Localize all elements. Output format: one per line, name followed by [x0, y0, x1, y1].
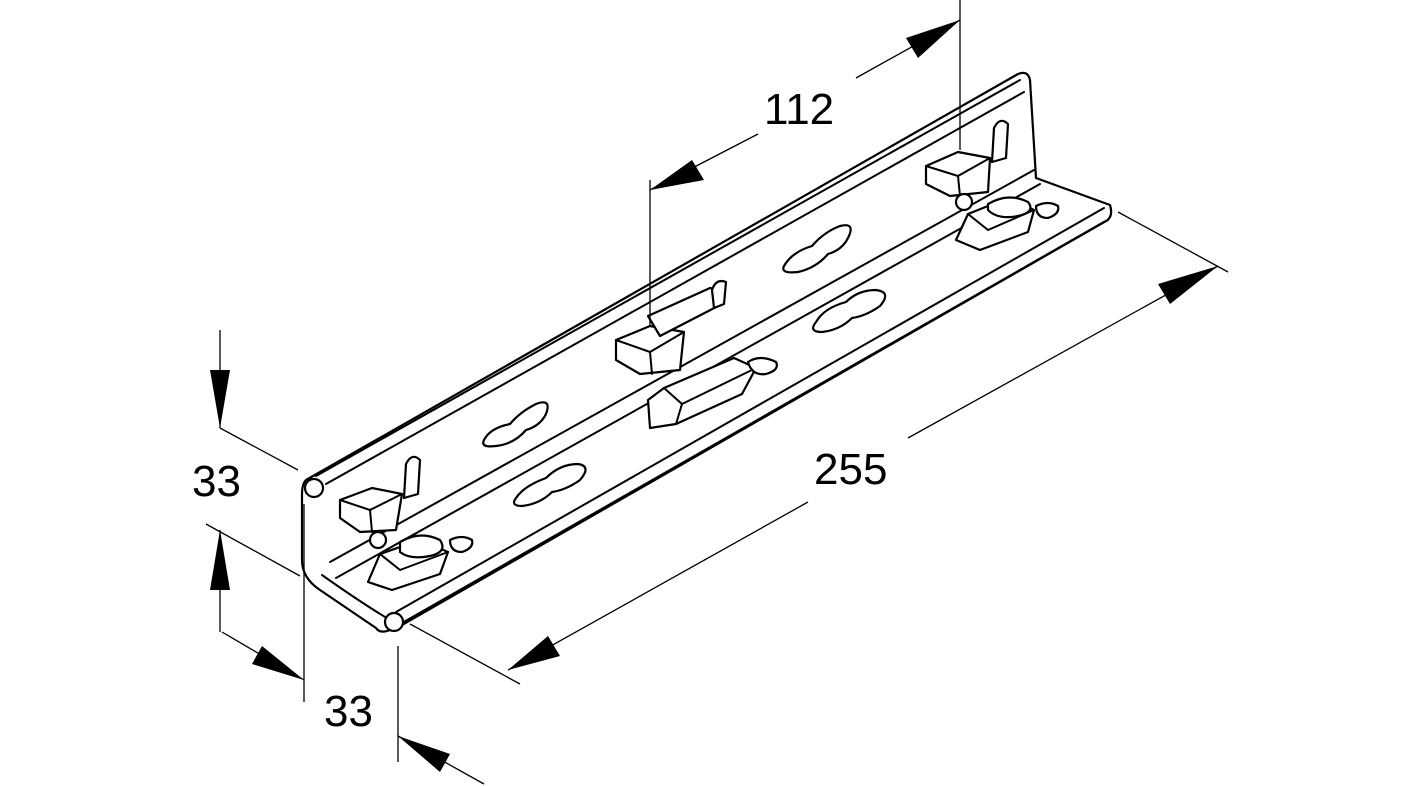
arrowhead-112-left: [650, 160, 704, 190]
extension-line-255-right: [1117, 211, 1229, 273]
dimension-255: 255: [409, 211, 1229, 685]
arrowhead-112-right: [906, 20, 960, 58]
dimension-label-height: 33: [192, 457, 241, 506]
arrowhead-255-right: [1158, 266, 1218, 304]
extension-line-height-bottom: [205, 523, 301, 577]
dimension-label-112: 112: [764, 85, 834, 134]
arrowhead-255-left: [508, 636, 560, 670]
slot-2: [512, 462, 587, 508]
arrowhead-width-right: [398, 736, 450, 772]
dimension-label-255: 255: [814, 445, 887, 494]
extension-line-height-top: [219, 427, 299, 471]
dimension-33-width: 33: [221, 504, 485, 785]
clips: [338, 119, 1060, 592]
extension-line-255-left: [409, 623, 521, 685]
slot-1: [482, 401, 549, 448]
arrowhead-width-left: [252, 646, 304, 680]
slot-3: [782, 224, 852, 274]
dimension-33-height: 33: [192, 330, 301, 632]
slot-4: [812, 288, 887, 334]
dimension-label-width: 33: [324, 687, 373, 736]
dimension-line-255-left: [507, 501, 809, 671]
dimension-112: 112: [649, 0, 961, 326]
arrowhead-height-bottom: [210, 530, 230, 590]
keyhole-slots: [482, 224, 887, 508]
arrowhead-height-top: [210, 370, 230, 428]
